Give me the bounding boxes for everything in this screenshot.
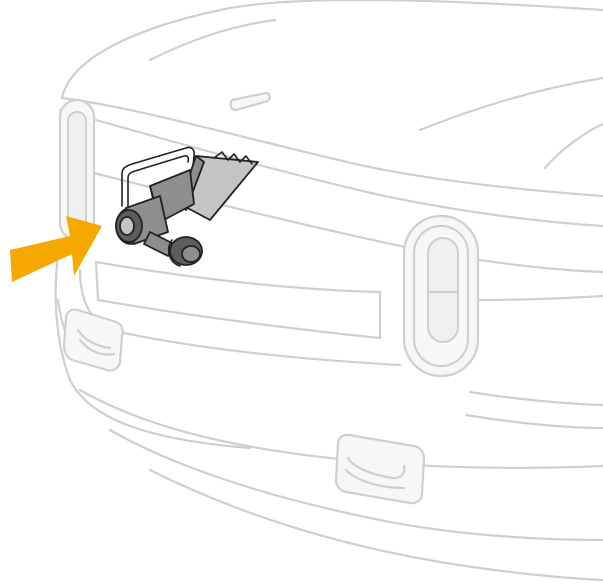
bumper-lower-sweep-2 xyxy=(108,428,603,542)
tow-hook-tool-icon xyxy=(115,146,259,267)
tool-shaft xyxy=(143,231,175,257)
tool-bail xyxy=(121,146,195,207)
tool-bail-inner xyxy=(127,155,190,207)
front-band-top xyxy=(58,108,603,228)
tool-wedge-teeth xyxy=(213,151,253,165)
right-tow-recess xyxy=(334,433,426,505)
right-lower-contour-2 xyxy=(464,413,603,430)
left-tow-recess xyxy=(62,308,124,372)
left-tow-handle xyxy=(76,328,116,356)
right-tow-handle xyxy=(346,456,406,480)
left-headlight-inner xyxy=(67,111,87,229)
fascia-outline-lower xyxy=(78,268,402,367)
arrow-right-icon xyxy=(10,216,102,282)
right-lower-contour xyxy=(468,390,603,407)
vehicle-body xyxy=(54,0,603,582)
right-tow-handle-inner xyxy=(344,468,406,490)
fascia-panel xyxy=(94,260,382,340)
hood-front-edge xyxy=(60,96,603,198)
hood-crease-far xyxy=(543,122,603,170)
hood-crease-right xyxy=(418,76,603,132)
bumper-bottom-edge xyxy=(148,468,603,582)
hood-outline xyxy=(60,0,603,100)
tool-cylinder-face xyxy=(119,216,135,236)
right-headlight-inner xyxy=(427,237,459,343)
bumper-lower-sweep xyxy=(78,388,603,470)
bumper-left-edge xyxy=(54,238,252,450)
hood-emblem xyxy=(229,91,271,112)
hood-crease-left xyxy=(148,18,277,62)
tool-knob-face xyxy=(181,245,201,263)
right-fender-edge xyxy=(476,294,603,302)
tool-knob-ring xyxy=(167,239,181,267)
